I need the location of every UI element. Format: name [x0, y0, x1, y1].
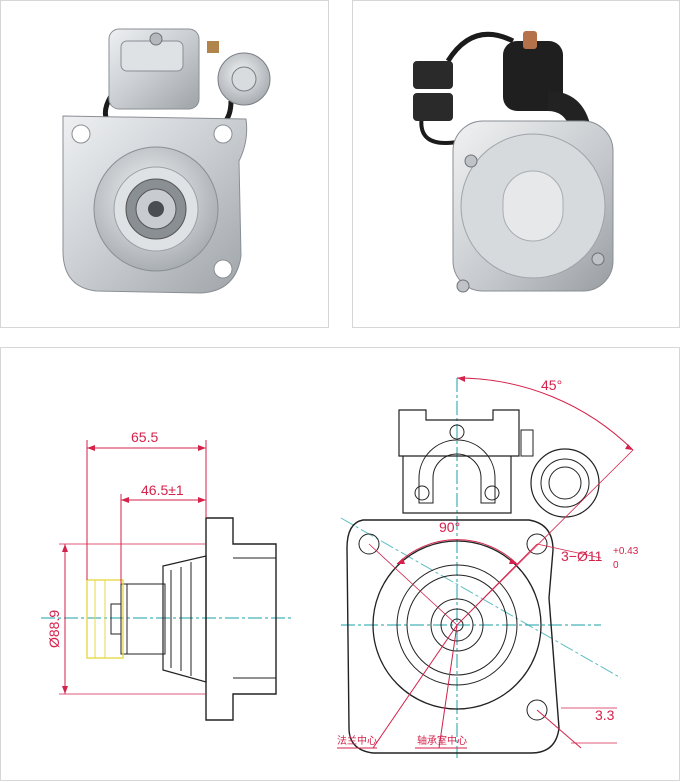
starter-front-image: [62, 28, 271, 294]
angle-holes: 90°: [439, 519, 460, 535]
dim-flange-diameter: Ø88.9: [46, 610, 62, 648]
dim-offset: 3.3: [595, 707, 615, 723]
dim-pinion-length: 46.5±1: [141, 482, 184, 498]
label-bearing-center: 轴承室中心: [417, 734, 467, 747]
starter-rear-image: [413, 31, 614, 293]
hole-tolerance-upper: +0.43: [613, 546, 639, 557]
front-view: 45° 90° 3−Ø11 +0.43 0 3.3 法兰中心 轴承室中心: [337, 376, 639, 758]
side-view: 65.5 46.5±1 Ø88.9: [41, 429, 291, 721]
angle-top: 45°: [541, 377, 562, 393]
rear-view-photo: [352, 0, 680, 328]
dim-overall-length: 65.5: [131, 429, 158, 445]
label-flange-center: 法兰中心: [337, 734, 377, 747]
dimension-drawing: 65.5 46.5±1 Ø88.9: [41, 376, 639, 758]
hole-tolerance-lower: 0: [613, 560, 619, 571]
technical-drawing-panel: 65.5 46.5±1 Ø88.9: [0, 347, 680, 781]
hole-spec: 3−Ø11: [561, 548, 603, 564]
front-view-photo: [0, 0, 329, 328]
